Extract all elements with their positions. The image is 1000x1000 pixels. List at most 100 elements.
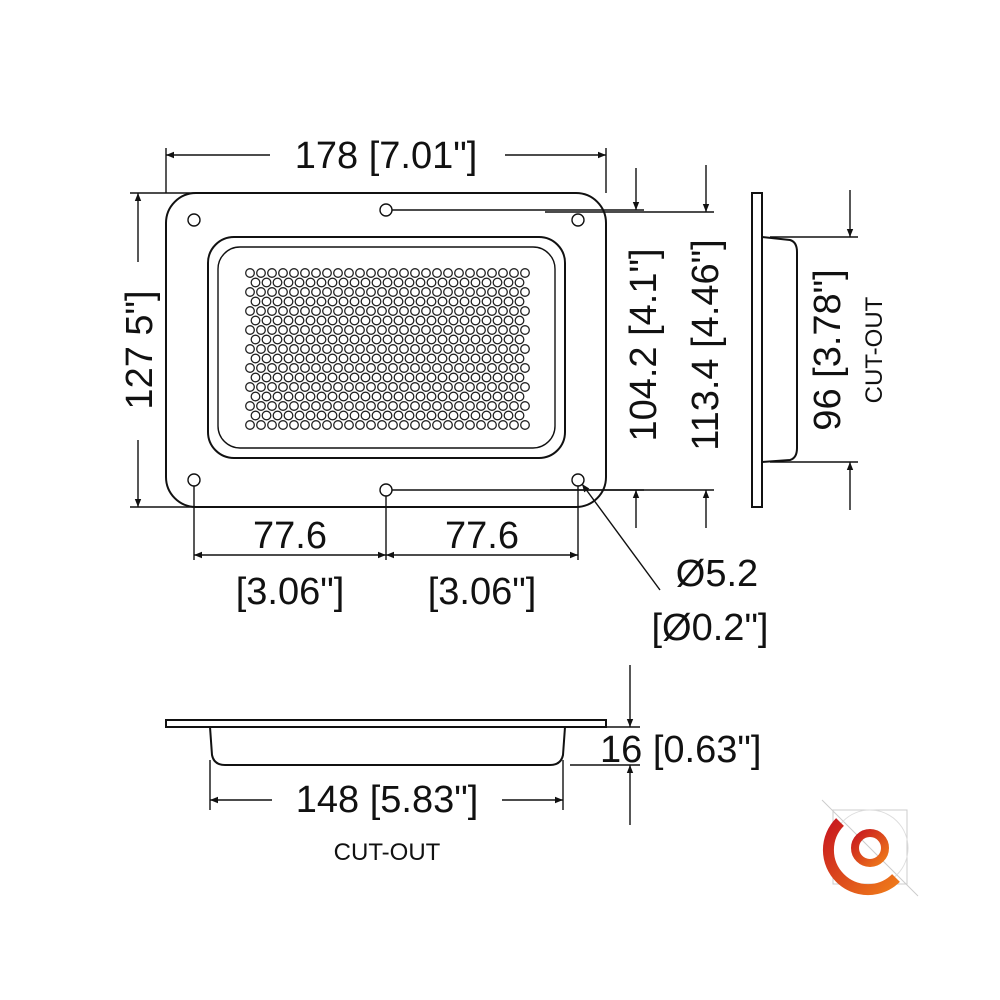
perforation-hole xyxy=(305,315,316,326)
perforation-hole xyxy=(481,353,492,364)
perforation-hole xyxy=(322,325,332,335)
perforation-hole xyxy=(448,410,459,421)
perforation-hole xyxy=(437,296,448,307)
hole-spacing-right-mm: 77.6 xyxy=(445,515,519,557)
perforation-hole xyxy=(300,325,310,335)
perforation-hole xyxy=(470,372,481,383)
perforation-hole xyxy=(261,353,272,364)
perforation-hole xyxy=(272,277,283,288)
perforation-hole xyxy=(437,410,448,421)
perforation-hole xyxy=(421,344,431,354)
perforation-hole xyxy=(366,268,376,278)
top-view xyxy=(165,192,607,508)
perforation-hole xyxy=(454,268,464,278)
perforation-hole xyxy=(250,372,261,383)
perforation-hole xyxy=(514,296,525,307)
perforation-hole xyxy=(520,401,530,411)
perforation-hole xyxy=(360,372,371,383)
perforation-hole xyxy=(355,268,365,278)
perforation-hole xyxy=(487,306,497,316)
perforation-hole xyxy=(371,391,382,402)
perforation-hole xyxy=(316,391,327,402)
perforation-hole xyxy=(278,344,288,354)
hole-diameter-callout: Ø5.2 [Ø0.2"] xyxy=(581,483,769,649)
perforation-hole xyxy=(382,277,393,288)
perforation-hole xyxy=(487,344,497,354)
perforation-hole xyxy=(377,268,387,278)
perforation-hole xyxy=(289,344,299,354)
perforation-hole xyxy=(272,353,283,364)
width-dimension: 178 [7.01"] xyxy=(165,135,607,193)
perforation-hole xyxy=(492,334,503,345)
recess-inner xyxy=(217,246,556,449)
perforation-hole xyxy=(388,401,398,411)
perforation-hole xyxy=(311,268,321,278)
perforation-hole xyxy=(311,287,321,297)
perforation-hole xyxy=(371,277,382,288)
perforation-hole xyxy=(492,315,503,326)
perforation-hole xyxy=(382,391,393,402)
perforation-hole xyxy=(410,268,420,278)
perforation-hole xyxy=(344,268,354,278)
mounting-hole xyxy=(379,483,393,497)
perforation-hole xyxy=(311,382,321,392)
perforation-hole xyxy=(360,410,371,421)
cutout-width-label: 148 [5.83"] xyxy=(296,779,479,821)
perforation-hole xyxy=(344,344,354,354)
perforation-hole xyxy=(393,410,404,421)
perforation-hole xyxy=(245,344,255,354)
perforation-hole xyxy=(459,410,470,421)
perforation-hole xyxy=(294,372,305,383)
perforation-hole xyxy=(382,315,393,326)
perforation-hole xyxy=(289,420,299,430)
perforation-hole xyxy=(410,325,420,335)
perforation-hole xyxy=(404,410,415,421)
perforation-hole xyxy=(256,401,266,411)
perforation-hole xyxy=(514,334,525,345)
perforation-hole xyxy=(322,344,332,354)
perforation-hole xyxy=(311,401,321,411)
perforation-hole xyxy=(278,363,288,373)
perforation-hole xyxy=(245,401,255,411)
perforation-hole xyxy=(437,372,448,383)
perforation-hole xyxy=(426,391,437,402)
perforation-hole xyxy=(454,287,464,297)
perforation-hole xyxy=(355,287,365,297)
perforation-hole xyxy=(382,334,393,345)
perforation-hole xyxy=(344,401,354,411)
perforation-hole xyxy=(278,401,288,411)
perforation-hole xyxy=(278,306,288,316)
perforation-hole xyxy=(371,296,382,307)
mounting-hole xyxy=(571,213,585,227)
perforation-hole xyxy=(316,353,327,364)
perforation-hole xyxy=(443,344,453,354)
perforation-hole xyxy=(245,306,255,316)
perforation-hole xyxy=(448,277,459,288)
perforation-hole xyxy=(393,391,404,402)
perforation-hole xyxy=(289,382,299,392)
perforation-hole xyxy=(520,382,530,392)
perforation-hole xyxy=(327,353,338,364)
perforation-hole xyxy=(470,296,481,307)
perforation-hole xyxy=(322,363,332,373)
perforation-hole xyxy=(421,268,431,278)
perforation-hole xyxy=(503,410,514,421)
perforation-hole xyxy=(503,315,514,326)
perforation-hole xyxy=(514,277,525,288)
perforation-hole xyxy=(415,296,426,307)
perforation-hole xyxy=(454,325,464,335)
perforation-hole xyxy=(443,268,453,278)
perforation-hole xyxy=(305,391,316,402)
perforation-hole xyxy=(256,344,266,354)
height-dimension: 127 5"] xyxy=(119,192,210,508)
recess-outer xyxy=(207,236,566,459)
perforation-hole xyxy=(503,353,514,364)
perforation-hole xyxy=(481,315,492,326)
perforation-hole xyxy=(294,277,305,288)
perforation-hole xyxy=(366,344,376,354)
perforation-hole xyxy=(327,315,338,326)
perforation-hole xyxy=(355,420,365,430)
perforation-hole xyxy=(432,420,442,430)
perforation-hole xyxy=(503,296,514,307)
perforation-hole xyxy=(459,353,470,364)
